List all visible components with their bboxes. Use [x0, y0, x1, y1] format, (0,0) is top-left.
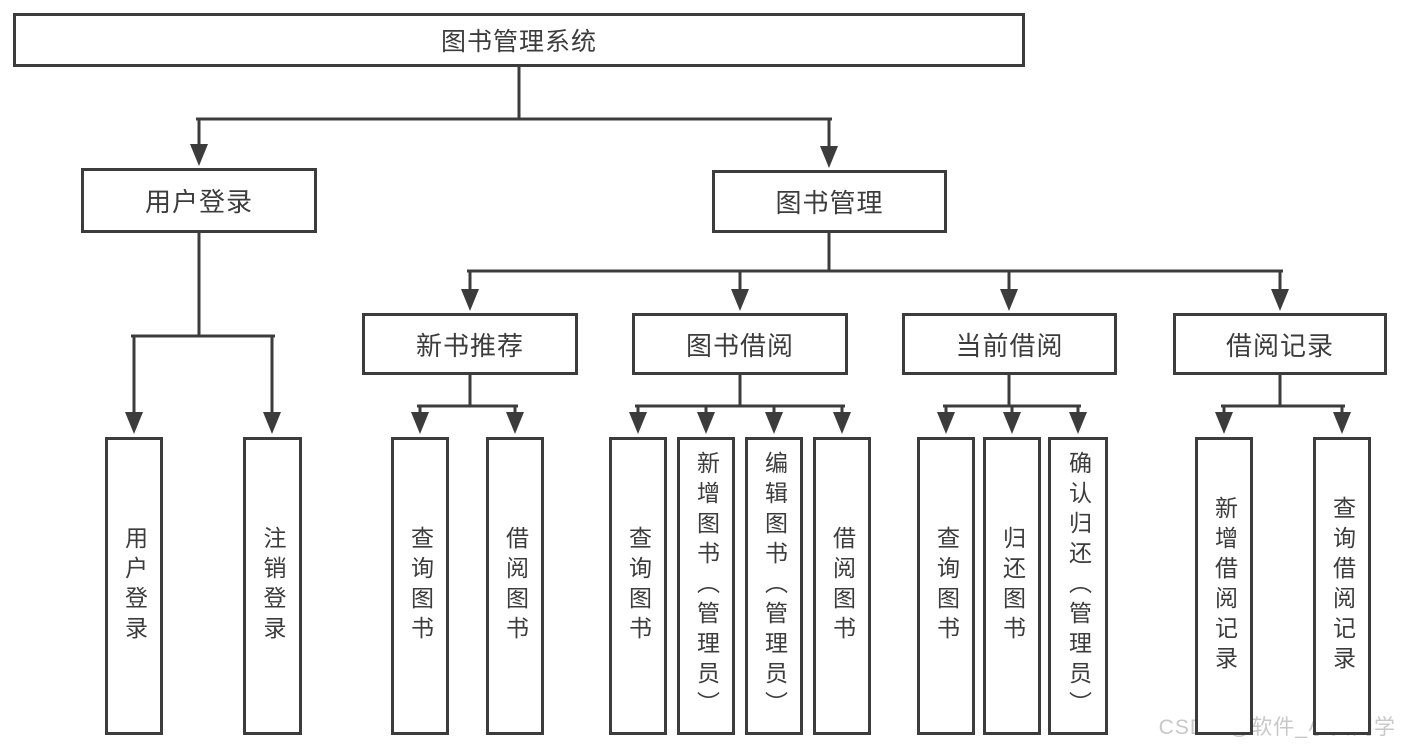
node-label: 归还图书: [999, 526, 1026, 646]
arrowhead-icon: [697, 412, 715, 434]
node-label: 图书借阅: [685, 330, 794, 361]
node-leaf-query-book-2: 查询图书: [609, 437, 667, 735]
arrowhead-icon: [411, 412, 429, 434]
node-new-book-rec: 新书推荐: [362, 313, 578, 375]
node-label: 查询借阅记录: [1329, 496, 1356, 676]
arrowhead-icon: [190, 144, 208, 166]
node-book-borrow: 图书借阅: [632, 313, 848, 375]
arrowhead-icon: [1069, 412, 1087, 434]
node-label: 用户登录: [144, 187, 253, 217]
node-borrow-record: 借阅记录: [1173, 313, 1387, 375]
node-leaf-edit-book: 编辑图书（管理员）: [745, 437, 803, 735]
node-leaf-user-login: 用户登录: [105, 437, 163, 735]
node-label: 新书推荐: [415, 330, 524, 361]
node-book-mgmt: 图书管理: [712, 170, 947, 233]
arrowhead-icon: [731, 289, 749, 311]
node-leaf-confirm-return: 确认归还（管理员）: [1048, 437, 1108, 735]
node-label: 借阅记录: [1225, 330, 1334, 361]
node-label: 借阅图书: [829, 526, 856, 646]
arrowhead-icon: [629, 412, 647, 434]
arrowhead-icon: [1003, 412, 1021, 434]
node-label: 当前借阅: [955, 330, 1064, 361]
arrowhead-icon: [461, 289, 479, 311]
node-leaf-borrow-book-2: 借阅图书: [813, 437, 871, 735]
arrowhead-icon: [263, 412, 281, 434]
node-label: 新增借阅记录: [1211, 496, 1238, 676]
node-label: 图书管理: [775, 188, 884, 218]
node-leaf-add-book: 新增图书（管理员）: [677, 437, 735, 735]
node-label: 查询图书: [625, 526, 652, 646]
node-leaf-query-record: 查询借阅记录: [1313, 437, 1371, 735]
node-user-login: 用户登录: [81, 168, 317, 233]
node-leaf-return-book: 归还图书: [983, 437, 1041, 735]
node-label: 用户登录: [121, 526, 148, 646]
node-leaf-borrow-book-1: 借阅图书: [486, 437, 544, 735]
arrowhead-icon: [833, 412, 851, 434]
node-leaf-query-book-1: 查询图书: [391, 437, 449, 735]
arrowhead-icon: [506, 412, 524, 434]
arrowhead-icon: [1333, 412, 1351, 434]
node-label: 借阅图书: [502, 526, 529, 646]
arrowhead-icon: [820, 146, 838, 168]
arrowhead-icon: [1000, 289, 1018, 311]
node-label: 确认归还（管理员）: [1065, 451, 1092, 721]
arrowhead-icon: [765, 412, 783, 434]
node-label: 编辑图书（管理员）: [761, 451, 788, 721]
node-label: 查询图书: [933, 526, 960, 646]
arrowhead-icon: [125, 412, 143, 434]
arrowhead-icon: [937, 412, 955, 434]
node-leaf-add-record: 新增借阅记录: [1195, 437, 1253, 735]
node-leaf-logout: 注销登录: [243, 437, 302, 735]
node-leaf-query-book-3: 查询图书: [917, 437, 975, 735]
node-current-borrow: 当前借阅: [902, 313, 1117, 375]
arrowhead-icon: [1215, 412, 1233, 434]
node-label: 图书管理系统: [440, 28, 597, 56]
node-root: 图书管理系统: [13, 13, 1025, 67]
node-label: 新增图书（管理员）: [693, 451, 720, 721]
arrowhead-icon: [1271, 289, 1289, 311]
node-label: 查询图书: [407, 526, 434, 646]
node-label: 注销登录: [260, 526, 286, 646]
